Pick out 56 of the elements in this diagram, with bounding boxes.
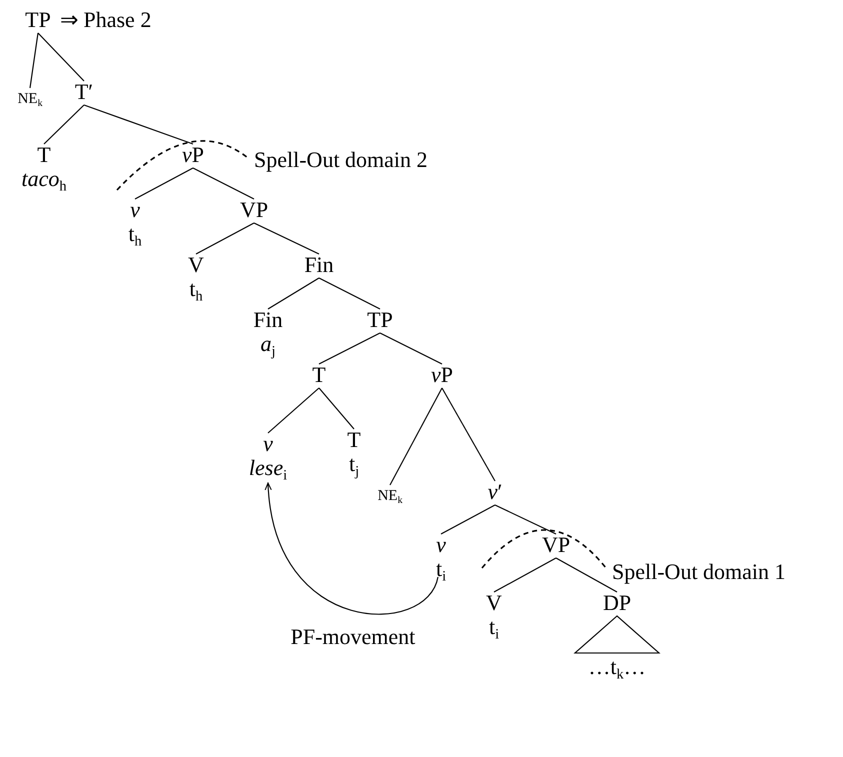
tree-branch [29, 32, 39, 88]
tree-branch [192, 168, 254, 200]
tree-branch [44, 104, 84, 144]
tree-node-label: Fin [253, 308, 283, 332]
terminal-word: t$_{h}$ [188, 277, 204, 301]
tree-node-label: NE$_{k}$ [378, 484, 402, 508]
terminal-word: a$_{j}$ [260, 332, 276, 356]
terminal-word: t$_{h}$ [128, 222, 142, 246]
tree-branch [380, 332, 442, 364]
terminal-word: taco$_{h}$ [21, 167, 67, 191]
tree-branch [268, 278, 320, 310]
tree-branch [268, 388, 320, 434]
tree-node-label: v′ [488, 480, 502, 504]
tree-node-label: DP [602, 591, 632, 615]
tree-node-label: T [347, 428, 361, 452]
terminal-word: t$_{i}$ [436, 557, 446, 581]
tree-node-label: VP [542, 533, 570, 557]
tree-branch [196, 222, 254, 254]
tree-branch [84, 104, 194, 145]
terminal-word: t$_{i}$ [488, 615, 500, 639]
tree-node-label: vP [182, 143, 204, 167]
domain-label: Spell-Out domain 1 [612, 560, 786, 584]
tree-branch [494, 558, 556, 592]
tree-node-label: v [436, 533, 446, 557]
edge-label: PF-movement [290, 625, 416, 649]
tree-branch [318, 388, 354, 430]
tree-node-label: T [312, 363, 326, 387]
terminal-word: t$_{j}$ [348, 452, 360, 476]
tree-branch [390, 388, 442, 486]
tree-node-label: V [188, 253, 204, 277]
domain-label: Spell-Out domain 2 [254, 148, 428, 172]
terminal-word: lese$_{i}$ [248, 456, 288, 480]
tree-branch [440, 504, 496, 534]
tree-branch [318, 332, 380, 364]
tree-branch [556, 558, 618, 592]
tree-branch [442, 388, 496, 482]
tree-node-label: …t$_{k}$… [588, 655, 646, 679]
tree-node-label: V [486, 591, 502, 615]
curved-arrow [265, 482, 438, 614]
tree-node-label: Fin [304, 253, 334, 277]
tree-node-label: v [129, 198, 141, 222]
tree-node-label: TP [367, 308, 393, 332]
triangle-roof [574, 615, 660, 654]
tree-branch [38, 32, 84, 82]
tree-node-label: VP [240, 198, 268, 222]
node-annotation: ⇒ Phase 2 [60, 8, 152, 32]
tree-branch [134, 168, 194, 200]
tree-node-label: T [36, 143, 52, 167]
tree-node-label: T′ [74, 80, 94, 104]
tree-branch [254, 222, 320, 254]
tree-node-label: vP [431, 363, 453, 387]
tree-branch [318, 278, 380, 310]
tree-branch [494, 504, 556, 534]
tree-node-label: v [262, 432, 274, 456]
tree-node-label: NE$_{k}$ [18, 87, 42, 111]
tree-node-label: TP [25, 8, 51, 32]
